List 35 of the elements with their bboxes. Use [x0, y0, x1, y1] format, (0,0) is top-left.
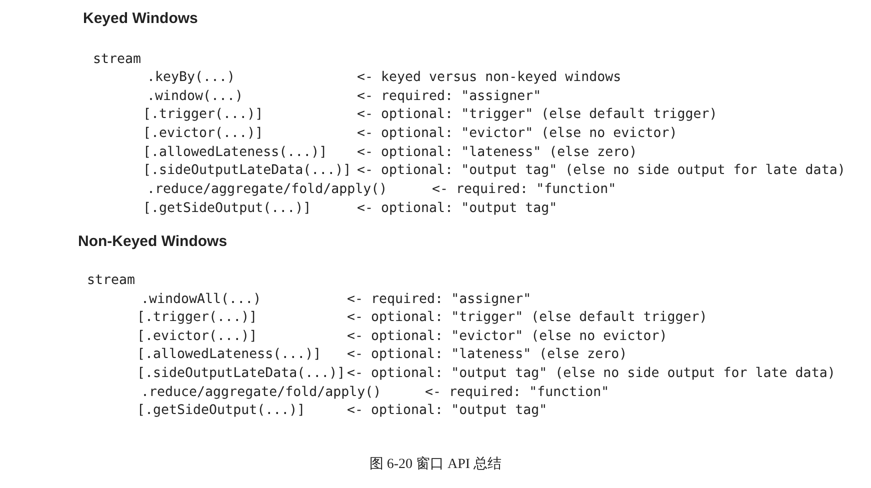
- code-line: .window(...): [147, 89, 244, 105]
- section-heading: Keyed Windows: [83, 11, 198, 27]
- code-line: stream: [87, 273, 136, 289]
- code-line: .reduce/aggregate/fold/apply(): [141, 385, 382, 401]
- code-line: stream: [93, 52, 142, 68]
- code-line: [.sideOutputLateData(...)]: [143, 163, 352, 179]
- code-line: [.sideOutputLateData(...)]: [137, 366, 346, 382]
- code-comment: <- optional: "output tag": [357, 201, 558, 217]
- code-comment: <- optional: "evictor" (else no evictor): [357, 126, 678, 142]
- code-comment: <- optional: "lateness" (else zero): [357, 145, 638, 161]
- code-line: [.evictor(...)]: [143, 126, 264, 142]
- code-comment: <- required: "function": [432, 182, 616, 198]
- code-comment: <- required: "assigner": [357, 89, 542, 105]
- code-comment: <- optional: "evictor" (else no evictor): [347, 329, 668, 345]
- code-comment: <- optional: "output tag" (else no side output for late data): [347, 366, 836, 382]
- code-line: .windowAll(...): [141, 292, 262, 308]
- code-comment: <- optional: "output tag" (else no side output for late data): [357, 163, 846, 179]
- figure-caption: 图 6-20 窗口 API 总结: [369, 457, 502, 472]
- code-line: [.allowedLateness(...)]: [143, 145, 328, 161]
- code-comment: <- required: "assigner": [347, 292, 532, 308]
- code-comment: <- keyed versus non-keyed windows: [357, 70, 622, 86]
- code-line: .keyBy(...): [147, 70, 236, 86]
- code-comment: <- required: "function": [425, 385, 610, 401]
- code-comment: <- optional: "trigger" (else default trigger): [357, 107, 718, 123]
- code-comment: <- optional: "output tag": [347, 403, 548, 419]
- code-line: [.allowedLateness(...)]: [137, 347, 322, 363]
- code-line: [.trigger(...)]: [143, 107, 264, 123]
- section-heading: Non-Keyed Windows: [78, 234, 228, 250]
- code-line: [.getSideOutput(...)]: [143, 201, 312, 217]
- code-line: [.evictor(...)]: [137, 329, 258, 345]
- code-line: [.getSideOutput(...)]: [137, 403, 306, 419]
- code-line: .reduce/aggregate/fold/apply(): [147, 182, 388, 198]
- code-line: [.trigger(...)]: [137, 310, 258, 326]
- code-comment: <- optional: "lateness" (else zero): [347, 347, 628, 363]
- code-comment: <- optional: "trigger" (else default trigger): [347, 310, 708, 326]
